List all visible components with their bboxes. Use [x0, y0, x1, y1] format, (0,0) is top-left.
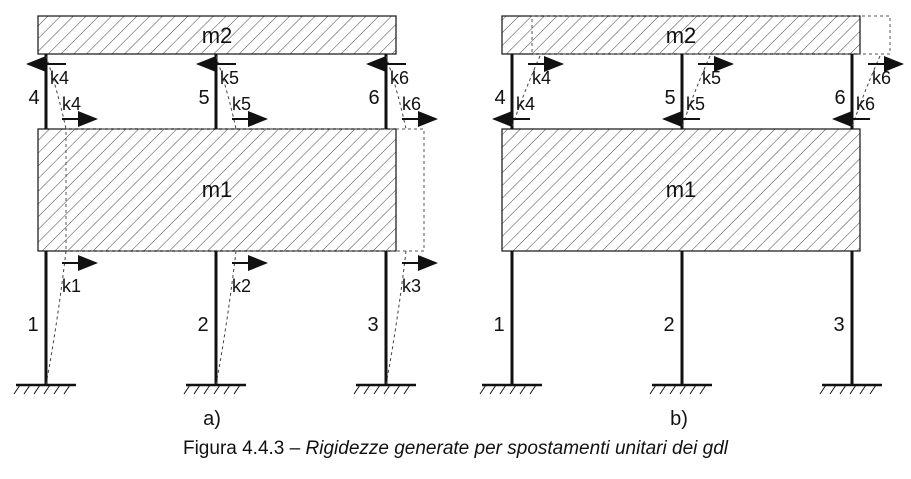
column-label-3-a: 3: [367, 314, 378, 336]
deformed-column-4-b: [511, 55, 541, 128]
column-label-1-a: 1: [27, 314, 38, 336]
deformed-column-1-a: [45, 250, 67, 386]
ground-support-2-a: [183, 383, 246, 395]
mass-m2-b: [501, 15, 861, 55]
deformed-column-2-a: [215, 250, 237, 386]
mass-label-m1-b: m1: [666, 177, 697, 202]
column-label-3-b: 3: [833, 314, 844, 336]
column-label-2-b: 2: [663, 314, 674, 336]
caption-text: Rigidezze generate per spostamenti unita…: [305, 438, 728, 459]
column-label-5-a: 5: [198, 87, 209, 109]
stiffness-label-k5-top-a: k5: [220, 68, 239, 88]
column-label-1-b: 1: [493, 314, 504, 336]
stiffness-label-k1-a: k1: [62, 276, 81, 296]
column-label-5-b: 5: [664, 87, 675, 109]
stiffness-label-k3-a: k3: [402, 276, 421, 296]
mass-label-m1-a: m1: [202, 177, 233, 202]
column-label-6-b: 6: [834, 87, 845, 109]
stiffness-label-k4-bottom-a: k4: [62, 94, 81, 114]
column-label-2-a: 2: [197, 314, 208, 336]
deformed-column-5-b: [681, 55, 711, 128]
stiffness-label-k4-top-a: k4: [50, 68, 69, 88]
stiffness-label-k2-a: k2: [232, 276, 251, 296]
stiffness-label-k4-top-b: k4: [532, 68, 551, 88]
column-label-4-a: 4: [28, 87, 39, 109]
stiffness-label-k6-bottom-a: k6: [402, 94, 421, 114]
mass-label-m2-b: m2: [666, 23, 697, 48]
deformed-column-6-b: [851, 55, 881, 128]
mass-m2-a: [37, 15, 397, 55]
subfigure-label-a: a): [203, 408, 221, 430]
stiffness-label-k6-top-b: k6: [872, 68, 891, 88]
caption-prefix: Figura 4.4.3 –: [182, 438, 306, 459]
column-label-6-a: 6: [368, 87, 379, 109]
ground-support-3-a: [353, 383, 416, 395]
column-label-4-b: 4: [494, 87, 505, 109]
stiffness-label-k5-bottom-a: k5: [232, 94, 251, 114]
figure-caption: Figura 4.4.3 – Rigidezze generate per sp…: [0, 438, 911, 460]
stiffness-label-k6-top-a: k6: [390, 68, 409, 88]
stiffness-label-k4-bottom-b: k4: [516, 94, 535, 114]
stiffness-label-k5-bottom-b: k5: [686, 94, 705, 114]
figure-b: m2 m1 4 5 6 1 2 3 k4 k5 k6 k4 k5 k6 b): [479, 15, 904, 430]
deformed-column-4-a: [45, 55, 67, 130]
deformed-column-6-a: [385, 55, 407, 130]
ground-support-1-a: [13, 383, 76, 395]
stiffness-label-k6-bottom-b: k6: [856, 94, 875, 114]
ground-support-3-b: [819, 383, 882, 395]
deformed-column-3-a: [385, 250, 407, 386]
ground-support-2-b: [649, 383, 712, 395]
deformed-column-5-a: [215, 55, 237, 130]
subfigure-label-b: b): [670, 408, 688, 430]
stiffness-label-k5-top-b: k5: [702, 68, 721, 88]
ground-support-1-b: [479, 383, 542, 395]
mass-m1-a: [37, 128, 397, 252]
figure-a: m2 m1 4 5 6 1 2 3 k4 k5 k6 k4 k5 k6 k1 k…: [13, 15, 438, 430]
mass-label-m2-a: m2: [202, 23, 233, 48]
